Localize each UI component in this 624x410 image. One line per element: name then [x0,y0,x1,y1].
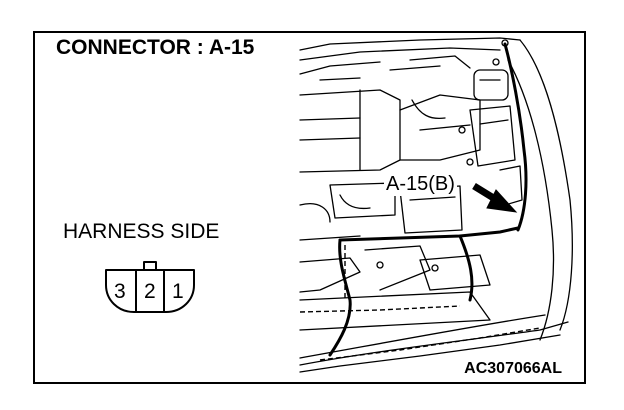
figure-code: AC307066AL [464,360,562,377]
callout-label: A-15(B) [384,173,457,196]
diagram-frame [33,31,586,384]
harness-side-label: HARNESS SIDE [63,220,220,243]
pin-1-label: 1 [172,280,184,303]
connector-title: CONNECTOR : A-15 [56,36,255,59]
pin-2-label: 2 [144,280,156,303]
pin-3-label: 3 [114,280,126,303]
